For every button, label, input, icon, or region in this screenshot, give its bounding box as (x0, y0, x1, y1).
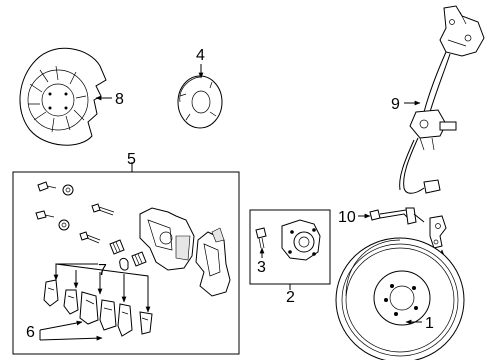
hub-bolt (255, 227, 267, 249)
brake-rotor (335, 237, 465, 360)
callout-4: 4 (196, 47, 205, 64)
callout-9: 9 (391, 96, 400, 113)
callout-3: 3 (257, 259, 266, 276)
caliper-body (139, 207, 231, 297)
dust-shield (19, 47, 107, 146)
callout-7-bracket (53, 263, 151, 313)
caliper-kit-box (12, 171, 240, 355)
hose-bracket (429, 215, 447, 249)
callout-10: 10 (338, 209, 356, 226)
callout-6-bracket (39, 320, 103, 341)
brake-pads (43, 279, 153, 337)
caliper-bolts (35, 181, 147, 271)
callout-6: 6 (26, 324, 35, 341)
hub-bearing (281, 219, 321, 261)
callout-5: 5 (127, 151, 136, 168)
callout-7: 7 (98, 262, 107, 279)
gasket (177, 75, 223, 129)
callout-8: 8 (115, 91, 124, 108)
callout-1: 1 (425, 315, 434, 332)
callout-2: 2 (286, 289, 295, 306)
brake-hose (369, 207, 425, 225)
wheel-speed-sensor (399, 5, 485, 194)
